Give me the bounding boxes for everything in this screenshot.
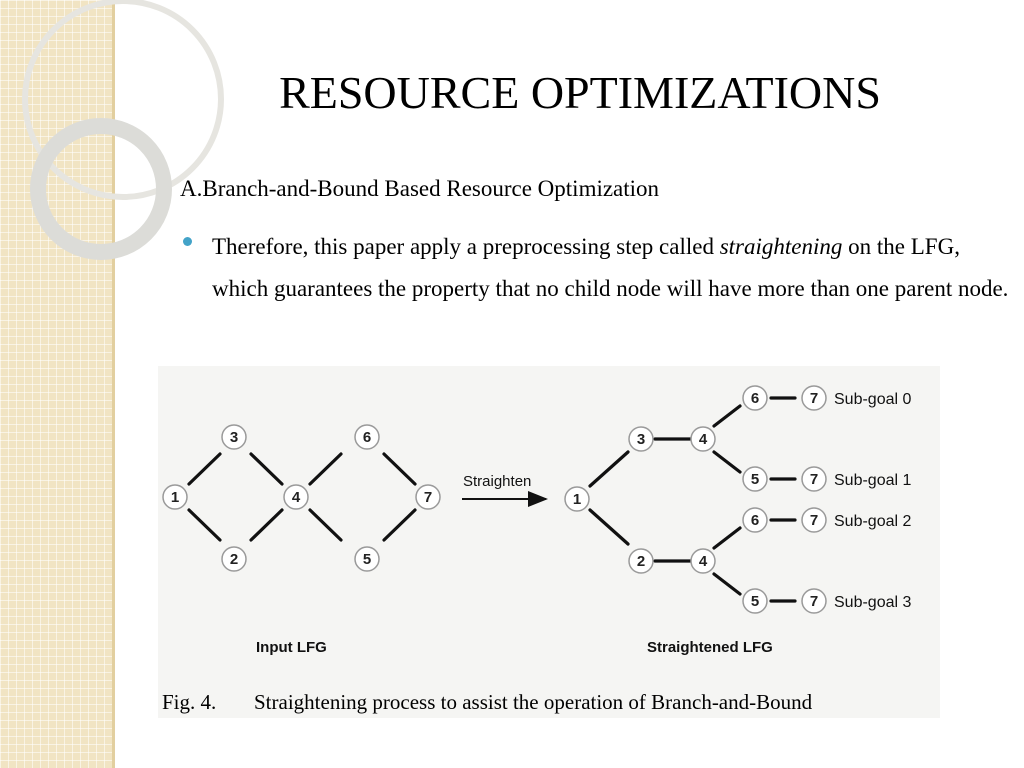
- figure-caption-text: Straightening process to assist the oper…: [254, 690, 813, 714]
- straightened-lfg-label: Straightened LFG: [647, 639, 773, 656]
- straight-node-6-bottom: 6: [742, 507, 768, 533]
- bullet-text-end: on the LFG, which guarantees the propert…: [212, 234, 1009, 301]
- straight-node-7-goal2: 7: [801, 507, 827, 533]
- subgoal-0-label: Sub-goal 0: [834, 391, 911, 408]
- straight-node-4-bottom: 4: [690, 548, 716, 574]
- svg-text:1: 1: [171, 489, 179, 506]
- svg-text:5: 5: [751, 471, 759, 488]
- svg-text:3: 3: [637, 431, 645, 448]
- straight-node-6-top: 6: [742, 385, 768, 411]
- slide-title: RESOURCE OPTIMIZATIONS: [279, 67, 881, 118]
- svg-text:2: 2: [230, 551, 238, 568]
- input-lfg-edges: [187, 452, 417, 542]
- input-node-2: 2: [221, 546, 247, 572]
- straight-node-1: 1: [564, 486, 590, 512]
- straight-node-4-top: 4: [690, 426, 716, 452]
- figure-panel: 1 2 3 4 5 6 7 Straighten 1 3 4 6 7: [158, 366, 940, 718]
- svg-text:4: 4: [699, 553, 708, 570]
- svg-text:7: 7: [810, 390, 818, 407]
- input-node-6: 6: [354, 424, 380, 450]
- svg-text:3: 3: [230, 429, 238, 446]
- bullet-paragraph: Therefore, this paper apply a preprocess…: [212, 226, 1012, 310]
- svg-text:5: 5: [363, 551, 371, 568]
- lfg-figure: 1 2 3 4 5 6 7 Straighten 1 3 4 6 7: [162, 385, 911, 714]
- figure-caption-number: Fig. 4.: [162, 690, 216, 714]
- input-node-1: 1: [162, 484, 188, 510]
- section-subheading: A.Branch-and-Bound Based Resource Optimi…: [180, 176, 660, 201]
- svg-text:5: 5: [751, 593, 759, 610]
- straight-node-2: 2: [628, 548, 654, 574]
- straight-node-7-goal3: 7: [801, 588, 827, 614]
- svg-text:1: 1: [573, 491, 581, 508]
- input-node-4: 4: [283, 484, 309, 510]
- svg-text:4: 4: [699, 431, 708, 448]
- svg-text:6: 6: [363, 429, 371, 446]
- svg-text:7: 7: [424, 489, 432, 506]
- input-node-7: 7: [415, 484, 441, 510]
- svg-text:2: 2: [637, 553, 645, 570]
- straightened-lfg-edges: [588, 396, 797, 603]
- subgoal-1-label: Sub-goal 1: [834, 472, 911, 489]
- straight-node-5-bottom: 5: [742, 588, 768, 614]
- svg-text:7: 7: [810, 593, 818, 610]
- svg-text:7: 7: [810, 471, 818, 488]
- straight-node-5-top: 5: [742, 466, 768, 492]
- svg-text:4: 4: [292, 489, 301, 506]
- subgoal-2-label: Sub-goal 2: [834, 513, 911, 530]
- sidebar-edge: [112, 0, 115, 768]
- bullet-text-emphasis: straightening: [719, 234, 843, 259]
- svg-text:6: 6: [751, 390, 759, 407]
- bullet-text-start: Therefore, this paper apply a preprocess…: [212, 234, 720, 259]
- svg-text:6: 6: [751, 512, 759, 529]
- bullet-marker: [183, 237, 192, 246]
- subgoal-3-label: Sub-goal 3: [834, 594, 911, 611]
- straighten-label: Straighten: [463, 473, 531, 490]
- input-node-3: 3: [221, 424, 247, 450]
- svg-text:7: 7: [810, 512, 818, 529]
- straight-node-7-goal0: 7: [801, 385, 827, 411]
- input-node-5: 5: [354, 546, 380, 572]
- straight-node-3: 3: [628, 426, 654, 452]
- straight-node-7-goal1: 7: [801, 466, 827, 492]
- decorative-ring-small: [30, 118, 172, 260]
- input-lfg-label: Input LFG: [256, 639, 327, 656]
